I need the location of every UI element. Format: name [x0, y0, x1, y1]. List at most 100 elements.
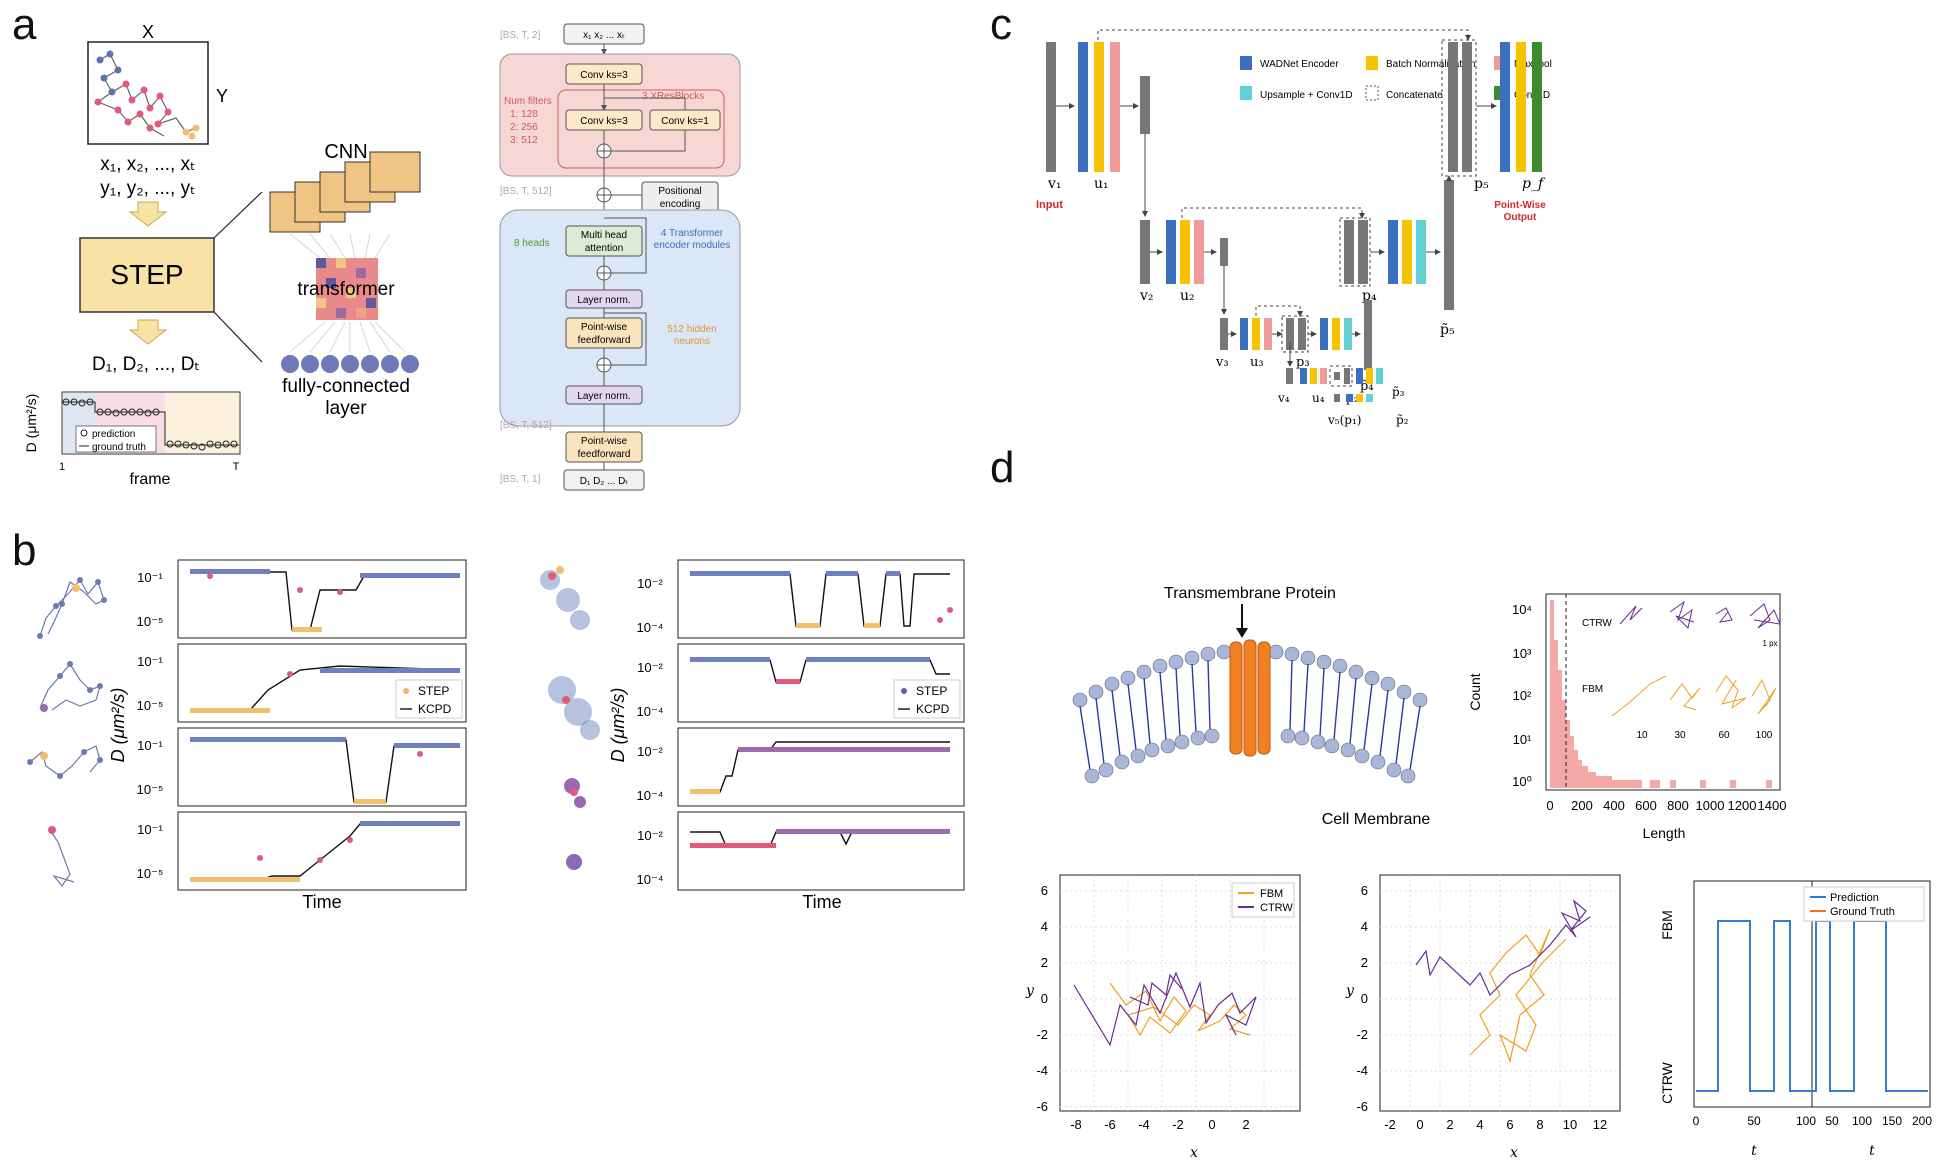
- c-label-pf: p_f: [1522, 176, 1546, 192]
- fc-label-2: layer: [325, 398, 367, 419]
- fbm-path-1: [1109, 982, 1251, 1037]
- num-filters-3: 3: 512: [510, 135, 538, 146]
- b-trajectory-3: [29, 745, 101, 777]
- mini-plot-ylabel: D (μm²/s): [23, 394, 39, 453]
- d-hist-ytick: 10²: [1513, 688, 1532, 703]
- d-hist-fbm: FBM: [1582, 684, 1603, 695]
- panel-label-b: b: [12, 526, 37, 575]
- b-trajectory-1: [39, 578, 105, 637]
- c-legend-4: Concatenate: [1386, 90, 1443, 101]
- d-hist-len: 30: [1674, 730, 1686, 741]
- y-sequence: y₁, y₂, ..., yₜ: [100, 178, 195, 199]
- d-hist-xtick: 1400: [1758, 798, 1787, 813]
- c-input-label: Input: [1036, 199, 1063, 211]
- d-seg-xtick: 200: [1912, 1114, 1932, 1128]
- ctrw-path-1: [1073, 971, 1257, 1047]
- mini-plot-series: [62, 398, 239, 451]
- lipid-heads-bottom: [1084, 728, 1416, 784]
- b-step-dots-left: [190, 569, 460, 826]
- c-label-u2: u₂: [1180, 288, 1195, 304]
- mha-1: Multi head: [581, 230, 627, 241]
- down-arrow-icon: [128, 319, 168, 345]
- modules-1: 4 Transformer: [661, 228, 724, 239]
- ctrw-path-2: [1415, 899, 1591, 997]
- b-ylabel-right: D (μm²/s): [608, 688, 628, 763]
- b-tick: 10⁻¹: [137, 654, 163, 669]
- shape-mid: [BS, T, 512]: [500, 186, 552, 197]
- lipid-tails: [1079, 659, 1421, 771]
- down-arrow-icon: [128, 201, 168, 227]
- b-trajectory-4: [49, 829, 75, 888]
- d-hist-xtick: 200: [1571, 798, 1593, 813]
- conv3-top: Conv ks=3: [580, 70, 628, 81]
- d-hist-xtick: 1000: [1696, 798, 1725, 813]
- c-output-2: Output: [1504, 212, 1537, 223]
- xresblocks-label: 3 XResBlocks: [642, 91, 704, 102]
- b-legend-step: STEP: [418, 684, 449, 698]
- d-seg-xlabel-1: t: [1751, 1143, 1757, 1159]
- fan-lines-top: [289, 233, 391, 259]
- d-seg-xtick: 100: [1852, 1114, 1872, 1128]
- d-traj2-ytick: -4: [1356, 1063, 1368, 1078]
- d-seg-ylabel-ctrw: CTRW: [1659, 1061, 1675, 1104]
- d-seg-xtick: 50: [1825, 1114, 1839, 1128]
- panel-label-d: d: [990, 443, 1015, 492]
- b-mid-trajectories: [540, 570, 600, 870]
- c-label-p3: p₃: [1296, 355, 1310, 370]
- conv3-box: Conv ks=3: [580, 116, 628, 127]
- d-seg-xlabel-2: t: [1869, 1143, 1875, 1159]
- d-traj-legend-fbm: FBM: [1260, 888, 1283, 900]
- b-left-charts: [177, 559, 467, 891]
- d-traj1-ytick: 2: [1041, 955, 1048, 970]
- d-seg-xtick: 150: [1882, 1114, 1902, 1128]
- d-traj2-xlabel: x: [1510, 1145, 1518, 1161]
- d-sequence: D₁, D₂, ..., Dₜ: [92, 354, 200, 375]
- d-seg-xtick: 100: [1796, 1114, 1816, 1128]
- d-membrane-label: Cell Membrane: [1322, 811, 1431, 828]
- pff-1a: Point-wise: [581, 322, 628, 333]
- c-label-p5: p₅: [1474, 176, 1489, 192]
- d-hist-xtick: 400: [1603, 798, 1625, 813]
- panel-b: 10⁻¹ 10⁻⁵ 10⁻¹ 10⁻⁵ 10⁻¹ 10⁻⁵ 10⁻¹ 10⁻⁵ …: [27, 559, 965, 912]
- num-filters-1: 1: 128: [510, 109, 538, 120]
- b-rtick: 10⁻²: [637, 576, 663, 591]
- d-traj-plot-1: FBM CTRW 6 4 2 0 -2 -4 -6 -8 -6 -4 -2 0 …: [1025, 874, 1301, 1161]
- d-traj1-xtick: -4: [1138, 1117, 1150, 1132]
- c-legend-1: Batch Normalization: [1386, 59, 1475, 70]
- mini-plot-tick-start: 1: [59, 461, 65, 473]
- num-filters-2: 2: 256: [510, 122, 538, 133]
- d-hist-xtick: 800: [1667, 798, 1689, 813]
- b-tick: 10⁻¹: [137, 822, 163, 837]
- c-label-p3t: p̃₃: [1392, 385, 1405, 399]
- b-rtick: 10⁻⁴: [637, 620, 664, 635]
- d-traj2-ytick: -6: [1356, 1099, 1368, 1114]
- b-rtick: 10⁻⁴: [637, 872, 664, 887]
- d-hist-bars: [1550, 600, 1772, 788]
- d-traj1-ytick: 0: [1041, 991, 1048, 1006]
- b-step-dots-right-purple: [738, 747, 950, 834]
- d-traj-legend-ctrw: CTRW: [1260, 902, 1293, 914]
- c-label-v2: v₂: [1139, 288, 1154, 304]
- b-legend-kcpd: KCPD: [418, 702, 452, 716]
- d-hist-scale: 1 px: [1762, 639, 1777, 648]
- b-step-dots-right: [690, 571, 930, 662]
- c-label-u3: u₃: [1250, 355, 1264, 370]
- b-xlabel-left: Time: [302, 892, 341, 912]
- protein-shape: [1229, 639, 1271, 757]
- d-traj2-ytick: 2: [1361, 955, 1368, 970]
- mini-plot-legend: [75, 425, 157, 453]
- trajectory-points: [94, 50, 200, 140]
- pos-enc-2: encoding: [660, 199, 701, 210]
- d-traj1-ytick: -6: [1036, 1099, 1048, 1114]
- fc-label-1: fully-connected: [282, 376, 410, 397]
- b-legend-kcpd-right: KCPD: [916, 702, 950, 716]
- panel-label-a: a: [12, 0, 37, 49]
- b-tick: 10⁻⁵: [137, 866, 164, 881]
- d-traj2-xtick: 6: [1506, 1117, 1513, 1132]
- d-traj1-xtick: -6: [1104, 1117, 1116, 1132]
- d-traj1-ylabel: y: [1025, 983, 1035, 999]
- pff-2b: feedforward: [578, 449, 631, 460]
- d-traj2-ytick: 6: [1361, 883, 1368, 898]
- conv1-box: Conv ks=1: [661, 116, 709, 127]
- shape-out2: [BS, T, 1]: [500, 474, 541, 485]
